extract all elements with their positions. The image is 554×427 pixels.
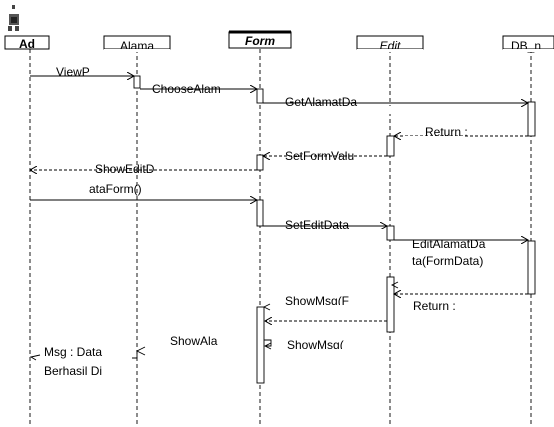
message-label: ShowMsg(F xyxy=(285,294,349,308)
activation-form-3 xyxy=(256,199,264,227)
activation-alamat xyxy=(133,75,141,89)
message-label: ShowEditD xyxy=(95,162,155,176)
self-arrowhead-edit xyxy=(390,281,399,289)
participant-label: Ad xyxy=(19,37,35,51)
actor-icon xyxy=(8,5,19,31)
activation-form-1 xyxy=(256,88,264,104)
participant-ad: Ad xyxy=(4,35,50,51)
msg-return-ad xyxy=(29,354,41,361)
msg-self-alamat xyxy=(132,351,138,359)
self-arrowhead-form xyxy=(263,342,272,350)
activation-form-4 xyxy=(256,306,265,384)
label-masks xyxy=(104,49,554,357)
message-label: SetEditData xyxy=(285,218,349,232)
message-label: ChooseAlam xyxy=(152,82,221,96)
message-labels: ViewP ChooseAlam GetAlamatDa Return : Se… xyxy=(44,65,486,378)
message-label: Return : xyxy=(425,125,468,139)
message-label: ShowAla xyxy=(170,334,218,348)
self-arrowhead-form-2 xyxy=(262,303,271,311)
message-label: Return : xyxy=(413,299,456,313)
self-arrowhead-alamat xyxy=(135,346,146,356)
message-label: Berhasil Di xyxy=(44,364,102,378)
activation-form-2 xyxy=(256,154,264,171)
activation-edit-3 xyxy=(386,276,395,333)
activation-db-1 xyxy=(527,101,536,137)
message-label: ataForm() xyxy=(89,182,142,196)
message-label: ViewP xyxy=(56,65,90,79)
activation-db-2 xyxy=(527,240,536,295)
message-label: SetFormValu xyxy=(285,149,354,163)
activation-bars xyxy=(133,75,536,384)
message-label: ta(FormData) xyxy=(412,254,483,268)
activation-edit-1 xyxy=(386,135,395,157)
participant-label: Form xyxy=(245,34,275,48)
message-label: GetAlamatDa xyxy=(285,95,357,109)
activation-edit-2 xyxy=(386,225,395,241)
message-label: Msg : Data xyxy=(44,345,102,359)
message-label: EditAlamatDa xyxy=(412,237,486,251)
message-lines xyxy=(29,76,528,361)
message-label: ShowMsg( xyxy=(287,338,344,352)
participant-form: Form xyxy=(228,30,292,49)
